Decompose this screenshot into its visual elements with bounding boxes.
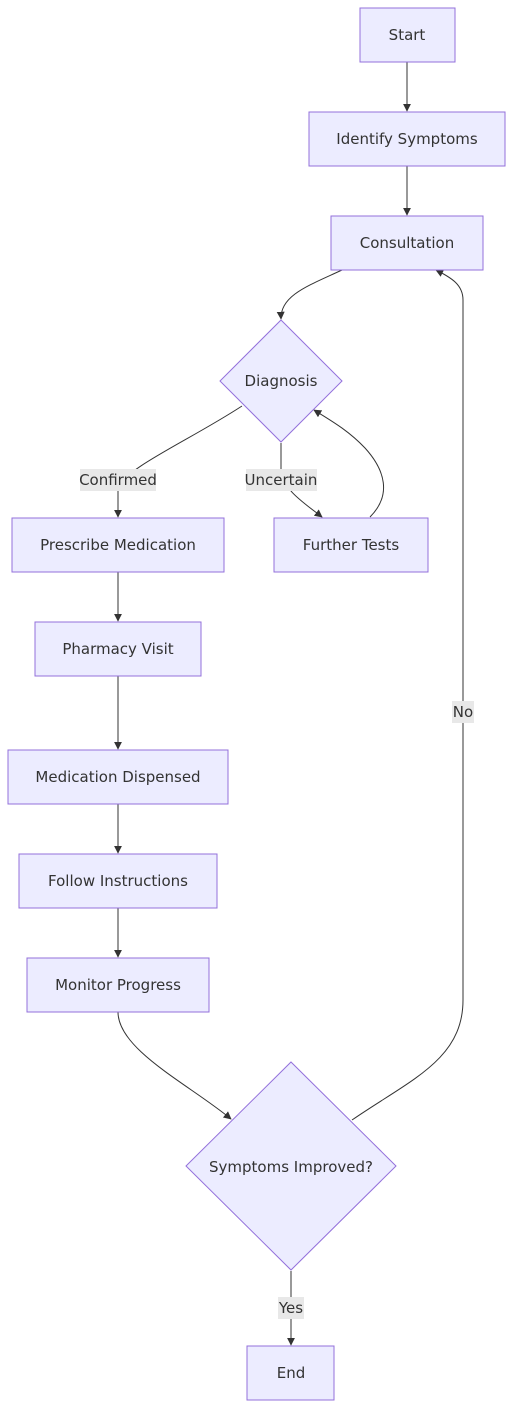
edge-label-no: No — [452, 701, 474, 723]
edge-label-confirmed-text: Confirmed — [79, 471, 157, 489]
edge-label-uncertain: Uncertain — [245, 469, 318, 491]
edge-diagnosis-to-prescribe — [114, 405, 243, 518]
node-identify-symptoms: Identify Symptoms — [308, 111, 506, 167]
node-diagnosis: Diagnosis — [219, 319, 343, 443]
node-further-tests: Further Tests — [273, 517, 429, 573]
edge-monitor-to-improved — [117, 1011, 232, 1120]
edge-label-yes-text: Yes — [278, 1299, 303, 1317]
node-diagnosis-label: Diagnosis — [245, 372, 318, 390]
node-symptoms-improved: Symptoms Improved? — [185, 1061, 397, 1271]
edge-label-no-text: No — [453, 703, 473, 721]
node-identify-symptoms-label: Identify Symptoms — [336, 130, 478, 148]
node-monitor-progress: Monitor Progress — [26, 957, 210, 1013]
node-start: Start — [359, 7, 456, 63]
node-pharmacy-visit-label: Pharmacy Visit — [62, 640, 173, 658]
node-prescribe-medication: Prescribe Medication — [11, 517, 225, 573]
node-follow-instructions: Follow Instructions — [18, 853, 218, 909]
node-consultation: Consultation — [330, 215, 484, 271]
node-consultation-label: Consultation — [360, 234, 454, 252]
node-end: End — [246, 1345, 335, 1401]
node-monitor-progress-label: Monitor Progress — [55, 976, 181, 994]
node-medication-dispensed-label: Medication Dispensed — [35, 768, 200, 786]
edge-label-confirmed: Confirmed — [79, 469, 157, 491]
edge-label-yes: Yes — [278, 1297, 304, 1319]
node-symptoms-improved-label: Symptoms Improved? — [209, 1158, 373, 1176]
edge-further-tests-to-diagnosis — [313, 409, 385, 518]
node-medication-dispensed: Medication Dispensed — [7, 749, 229, 805]
edge-consultation-to-diagnosis — [276, 269, 343, 320]
edge-label-uncertain-text: Uncertain — [245, 471, 318, 489]
node-end-label: End — [277, 1364, 306, 1382]
node-prescribe-medication-label: Prescribe Medication — [40, 536, 196, 554]
node-further-tests-label: Further Tests — [303, 536, 400, 554]
node-follow-instructions-label: Follow Instructions — [48, 872, 188, 890]
node-pharmacy-visit: Pharmacy Visit — [34, 621, 202, 677]
node-start-label: Start — [389, 26, 426, 44]
edge-improved-to-consultation — [351, 269, 464, 1121]
